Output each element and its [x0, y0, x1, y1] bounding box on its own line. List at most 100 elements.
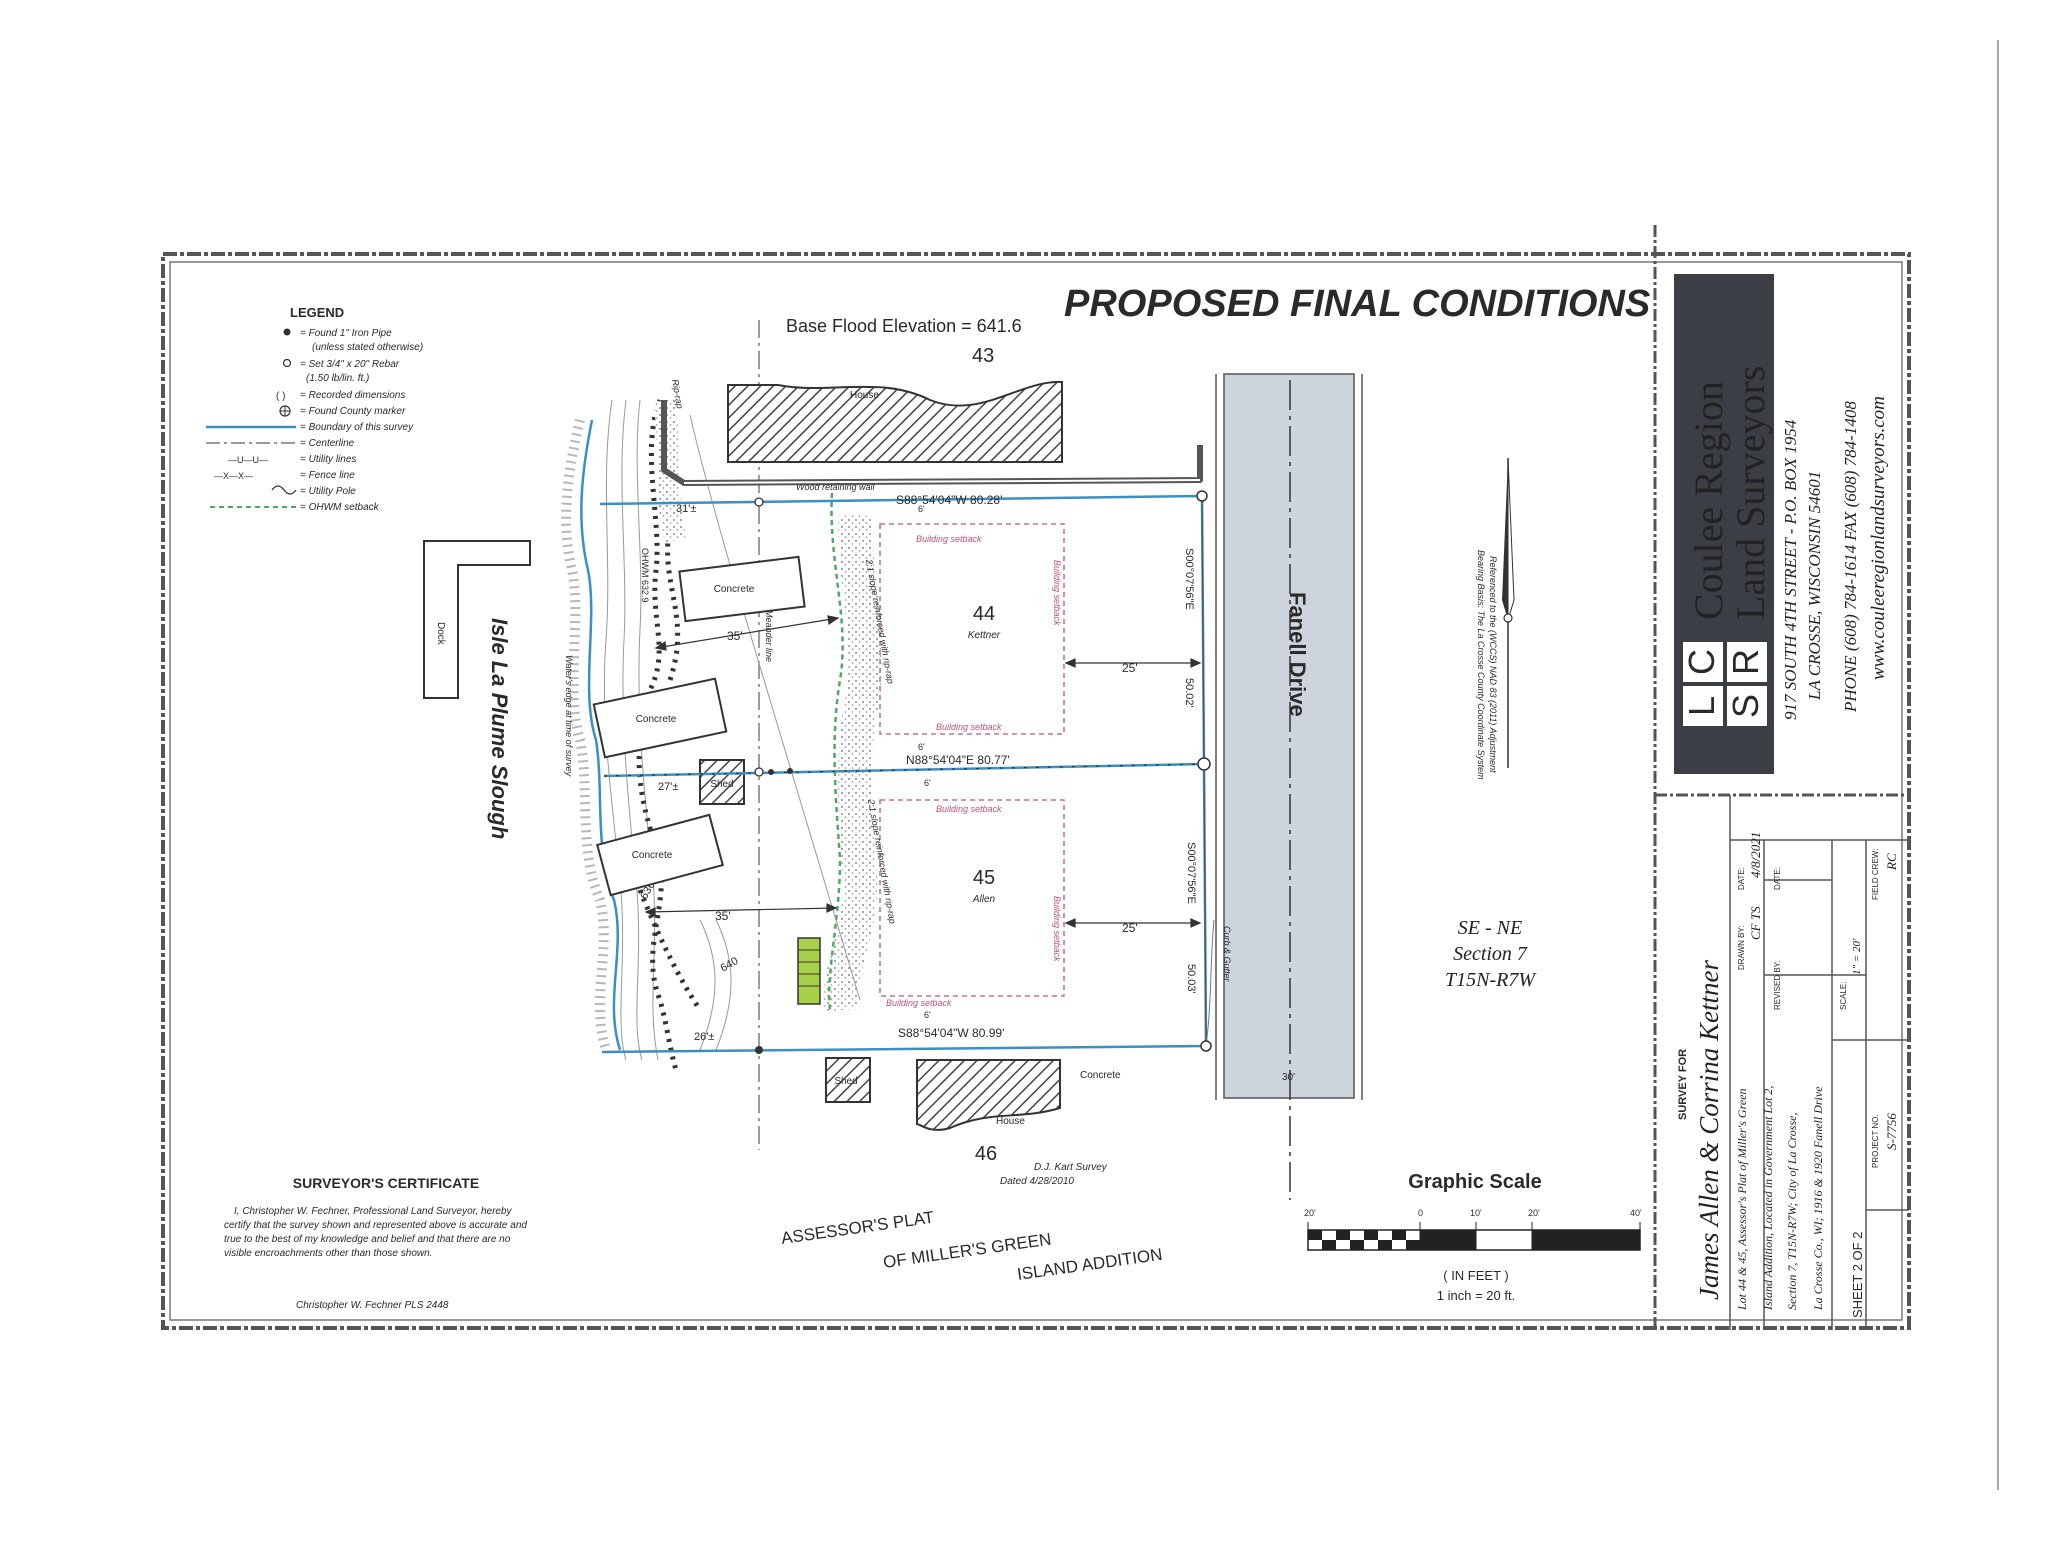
certificate-signature: Christopher W. Fechner PLS 2448 [296, 1300, 449, 1311]
legend-item: = Centerline [300, 438, 355, 449]
section-line2: Section 7 [1453, 943, 1528, 965]
scale-tick: 10' [1470, 1208, 1482, 1218]
curb-line [1201, 495, 1207, 1047]
lot-46-number: 46 [975, 1143, 997, 1165]
legend-item: = Found County marker [300, 406, 406, 417]
utility-pole-symbol [271, 485, 297, 495]
dock: Dock [423, 540, 531, 699]
water-edge-label: Water's edge at time of survey [564, 655, 574, 777]
firm-address2: LA CROSSE, WISCONSIN 54601 [1805, 471, 1824, 701]
legend-item: = Recorded dimensions [300, 390, 405, 401]
bearing-basis-line2: Referenced to the (WCCS) NAD 83 (2011) A… [1488, 556, 1498, 773]
drawn-by-value: CF TS [1748, 906, 1763, 940]
certificate-line: certify that the survey shown and repres… [224, 1220, 527, 1231]
setback-label: Building setback [1052, 896, 1062, 962]
legend-item: = Boundary of this survey [300, 422, 414, 433]
date-label: DATE: [1737, 867, 1746, 890]
lot-44-owner: Kettner [968, 630, 1001, 641]
east-upper-bearing: S00°07'56"E [1183, 548, 1195, 610]
concrete-middle-label: Concrete [636, 714, 677, 725]
scale-tick: 40' [1630, 1208, 1642, 1218]
firm-web: www.couleeregionlandsurveyors.com [1868, 396, 1889, 680]
utility-symbol: —U—U— [228, 455, 268, 465]
retaining-wall-label: Wood retaining wall [796, 482, 876, 492]
east-upper-distance: 50.02' [1183, 678, 1195, 708]
curb-gutter-label: Curb & Gutter [1222, 926, 1232, 983]
certificate-line: I, Christopher W. Fechner, Professional … [234, 1206, 513, 1217]
shoreline-stipple [561, 418, 611, 1052]
legend-heading: LEGEND [290, 305, 344, 320]
concrete-pad-north [678, 555, 806, 623]
concrete-north-label: Concrete [714, 584, 755, 595]
date2-label: DATE: [1773, 867, 1782, 890]
ohwm-label: OHWM 632.9 [640, 548, 650, 603]
setback-label: Building setback [1052, 560, 1062, 626]
rip-rap-slope [822, 513, 883, 1011]
street-width: 30' [1282, 1072, 1295, 1083]
scale-tick: 0 [1418, 1208, 1423, 1218]
shed-north [699, 759, 745, 805]
concrete-pad-middle [592, 677, 728, 759]
base-flood-elevation: Base Flood Elevation = 641.6 [786, 316, 1022, 336]
project-number: S-7756 [1884, 1113, 1899, 1150]
bearing-basis-line1: Bearing Basis: The La Crosse County Coor… [1476, 550, 1486, 780]
project-label: PROJECT NO. [1871, 1114, 1880, 1168]
water-edge-line [580, 419, 622, 1051]
legend-item: = Utility lines [300, 454, 356, 465]
fanell-drive-pavement [1223, 373, 1355, 1099]
firm-logo: C R L S Coulee Region Land Surveyors [1674, 274, 1774, 774]
legend-item: = Fence line [300, 470, 355, 481]
drawn-by-label: DRAWN BY: [1737, 925, 1746, 970]
legend-item: (unless stated otherwise) [312, 342, 423, 353]
sheet-number: SHEET 2 OF 2 [1850, 1232, 1865, 1318]
legal-desc: Lot 44 & 45, Assessor's Plat of Miller's… [1735, 1089, 1749, 1311]
yard-feature-green [797, 937, 821, 1005]
legend-item: (1.50 lb/lin. ft.) [306, 373, 369, 384]
recorded-symbol: ( ) [276, 391, 285, 402]
setback-label: Building setback [936, 804, 1002, 814]
dock-label: Dock [435, 622, 446, 646]
front-25-lot45: 25' [1122, 921, 1138, 935]
dim-31: 31'± [676, 503, 696, 515]
lot-45-number: 45 [973, 867, 995, 889]
house-north [727, 380, 1063, 463]
title-block-frame [1653, 225, 1909, 1330]
dim-26: 26'± [694, 1031, 714, 1043]
dim-6: 6' [924, 778, 931, 788]
certificate-line: true to the best of my knowledge and bel… [224, 1234, 511, 1245]
lot-45-owner: Allen [972, 894, 996, 905]
logo-letter: R [1725, 649, 1766, 675]
front-25-lot44: 25' [1122, 661, 1138, 675]
survey-pins [754, 490, 1212, 1054]
section-line1: SE - NE [1458, 917, 1522, 939]
surveyor-certificate: SURVEYOR'S CERTIFICATE I, Christopher W.… [224, 1175, 527, 1311]
logo-letter: L [1681, 696, 1722, 716]
east-lower-distance: 50.03' [1185, 964, 1197, 994]
lot-43-number: 43 [972, 345, 994, 367]
field-crew-label: FIELD CREW: [1871, 849, 1880, 900]
dim-6: 6' [918, 504, 925, 514]
legal-desc: Section 7, T15N-R7W; City of La Crosse, [1785, 1113, 1799, 1310]
inner-border [169, 261, 1903, 1321]
concrete-south-label: Concrete [632, 850, 673, 861]
north-line-bearing: S88°54'04"W 80.28' [896, 493, 1002, 507]
certificate-heading: SURVEYOR'S CERTIFICATE [293, 1175, 479, 1191]
graphic-scale: Graphic Scale 20' 0 10' 20' 40' ( IN FEE… [1304, 1171, 1642, 1303]
mid-line-bearing: N88°54'04"E 80.77' [906, 753, 1010, 767]
kart-survey: D.J. Kart Survey [1034, 1162, 1108, 1173]
south-line-bearing: S88°54'04"W 80.99' [898, 1026, 1004, 1040]
kart-dated: Dated 4/28/2010 [1000, 1176, 1074, 1187]
legal-desc: La Crosse Co., WI; 1916 & 1920 Fanell Dr… [1811, 1086, 1825, 1311]
north-arrow [1502, 457, 1515, 768]
scale-label: SCALE: [1839, 982, 1848, 1010]
firm-address1: 917 SOUTH 4TH STREET - P.O. BOX 1954 [1781, 419, 1800, 720]
firm-name-line1: Coulee Region [1686, 381, 1731, 620]
shed-south [825, 1057, 871, 1103]
legal-desc: Island Addition, Located in Government L… [1761, 1086, 1775, 1311]
setback-arrows [644, 615, 1202, 928]
scale-tick: 20' [1304, 1208, 1316, 1218]
scale-value: 1" = 20' [1851, 938, 1863, 975]
building-setback-44 [879, 523, 1065, 735]
lot-line-fence [603, 763, 1205, 777]
